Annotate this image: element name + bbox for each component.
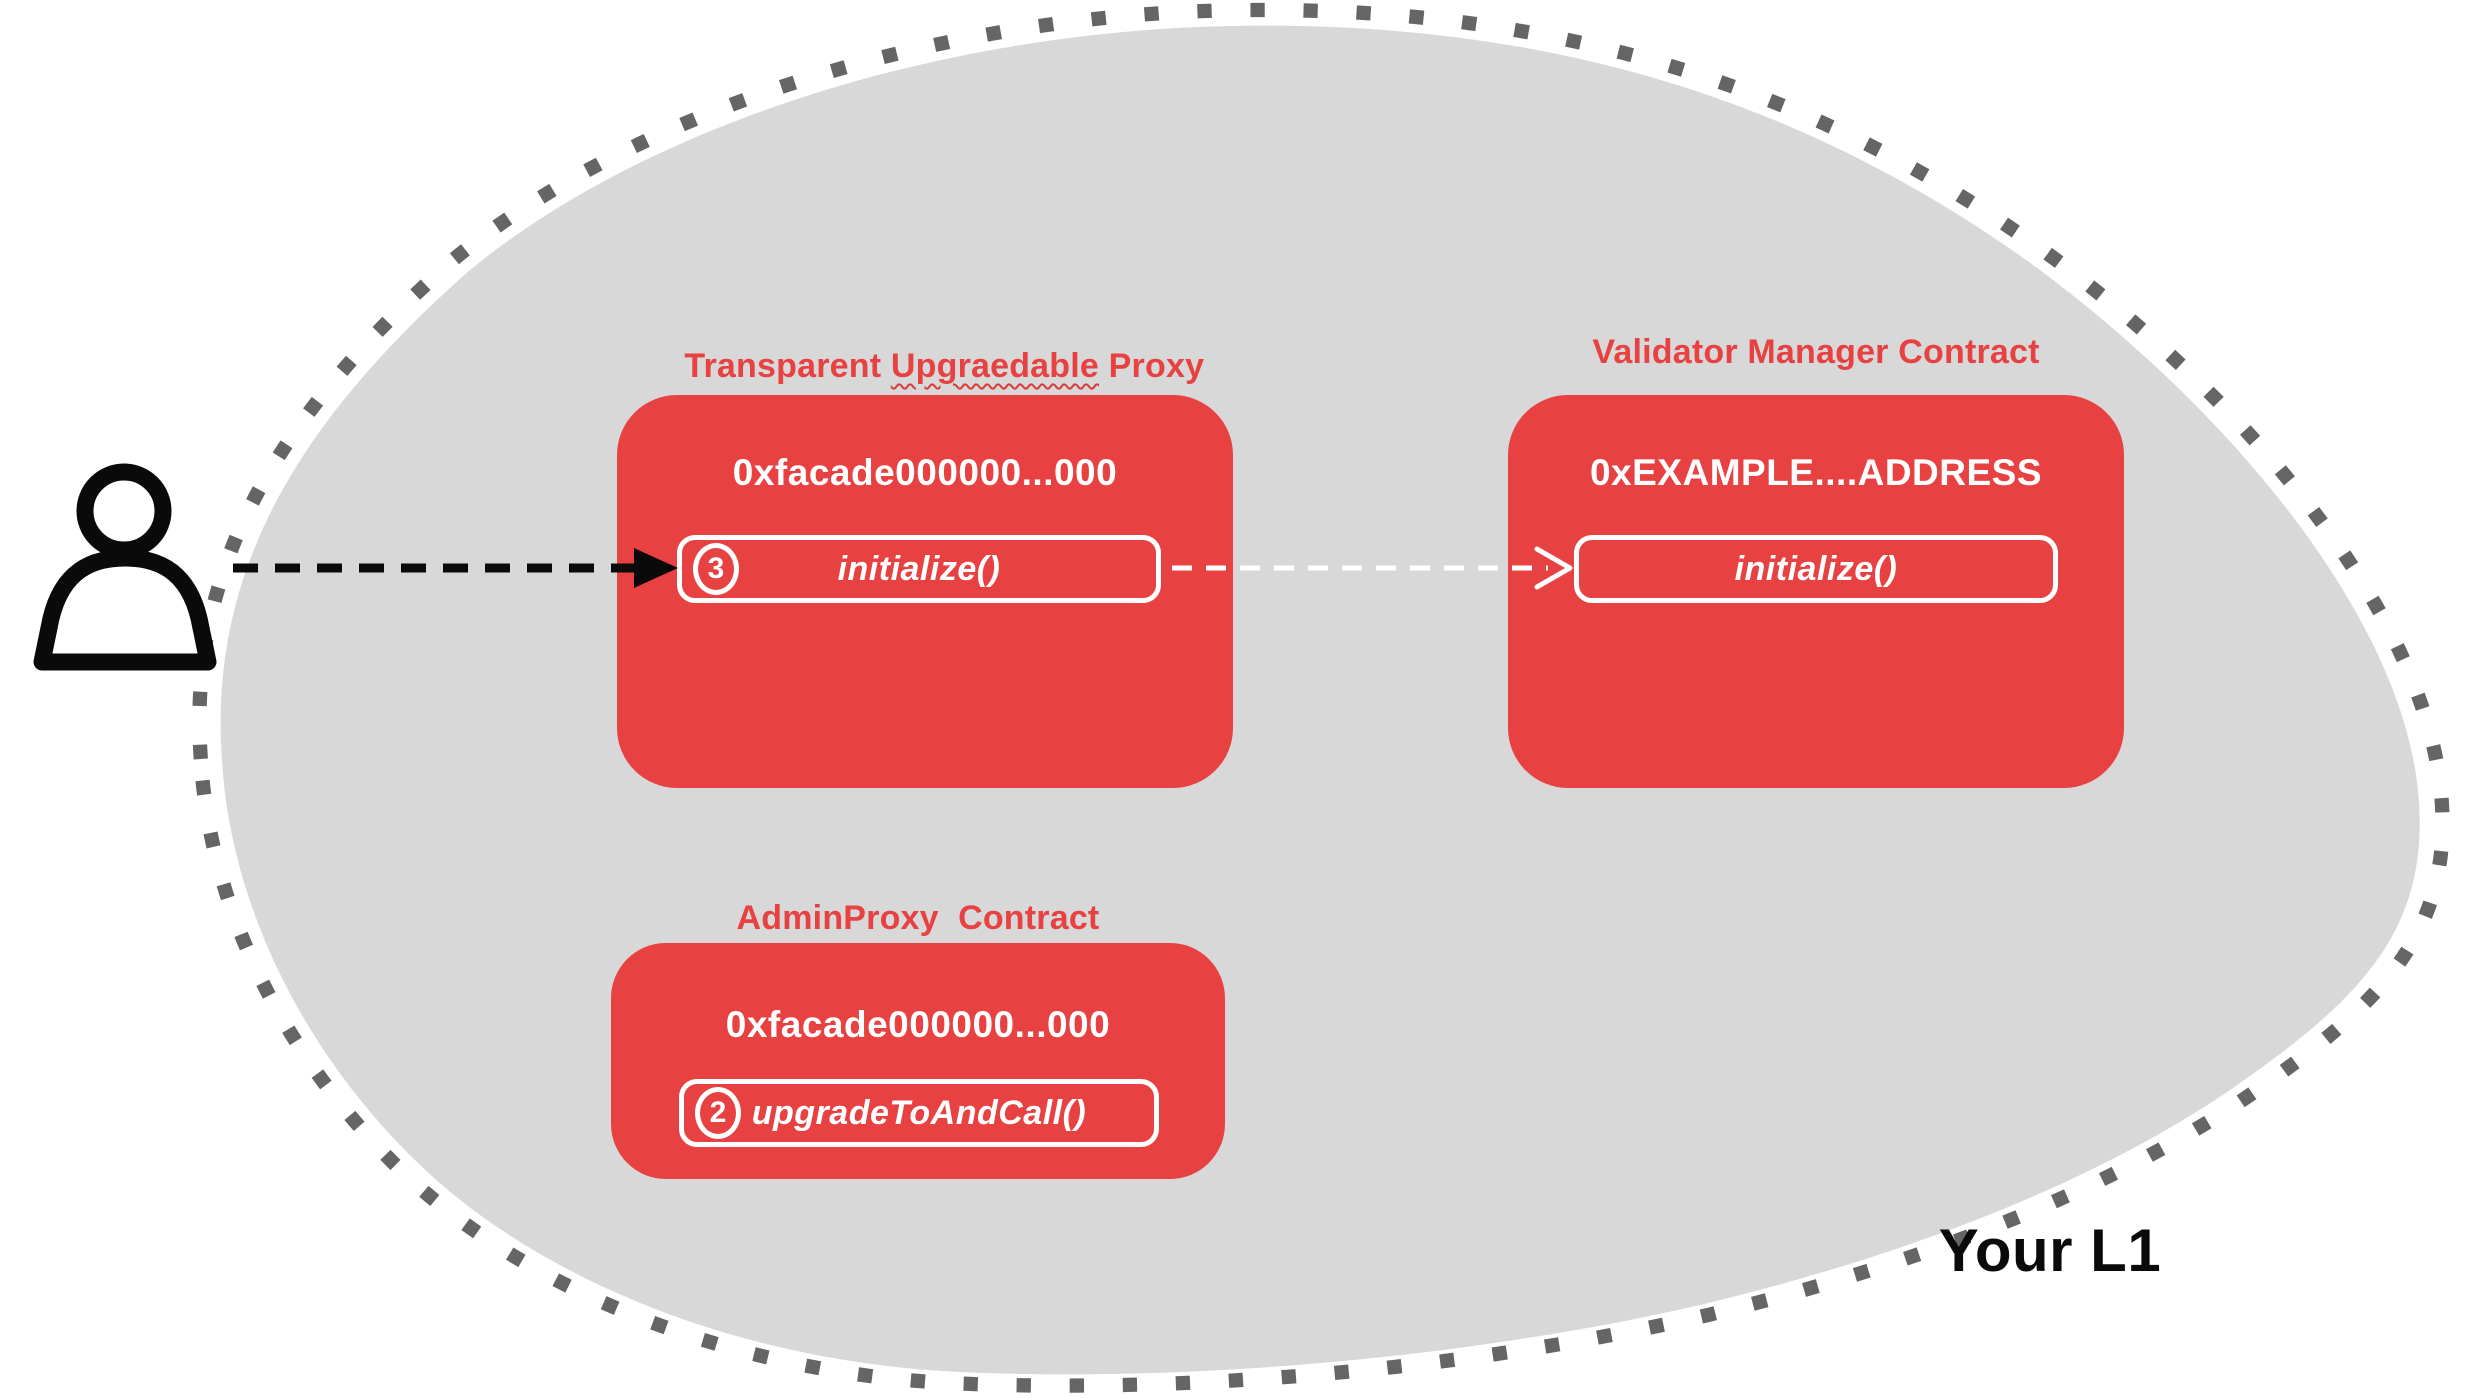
proxy-contract-box: 0xfacade000000...000 3 initialize() bbox=[617, 395, 1233, 788]
your-l1-label: Your L1 bbox=[1938, 1217, 2162, 1284]
validator-contract-box: 0xEXAMPLE....ADDRESS initialize() bbox=[1508, 395, 2124, 788]
proxy-title-word-1: Transparent bbox=[684, 347, 891, 385]
proxy-initialize-label: initialize() bbox=[837, 549, 1001, 588]
admin-proxy-contract-address: 0xfacade000000...000 bbox=[725, 1004, 1111, 1045]
validator-initialize-button: initialize() bbox=[1574, 535, 2058, 603]
step-3-badge: 3 bbox=[693, 543, 739, 595]
proxy-title-word-misspelled: Upgraedable bbox=[890, 347, 1100, 385]
upgrade-to-and-call-label: upgradeToAndCall() bbox=[751, 1093, 1087, 1132]
step-2-badge: 2 bbox=[695, 1087, 741, 1139]
validator-initialize-label: initialize() bbox=[1734, 549, 1898, 588]
person-head bbox=[76, 463, 172, 559]
proxy-title-word-3: Proxy bbox=[1099, 347, 1205, 385]
upgrade-to-and-call-button: 2 upgradeToAndCall() bbox=[679, 1079, 1159, 1147]
proxy-contract-address: 0xfacade000000...000 bbox=[732, 452, 1118, 493]
proxy-initialize-button: 3 initialize() bbox=[677, 535, 1161, 603]
admin-proxy-contract-box: 0xfacade000000...000 2 upgradeToAndCall(… bbox=[611, 943, 1225, 1179]
person-icon bbox=[33, 463, 217, 671]
validator-contract-address: 0xEXAMPLE....ADDRESS bbox=[1589, 452, 2043, 493]
validator-contract-title: Validator Manager Contract bbox=[1592, 333, 2040, 371]
admin-proxy-contract-title: AdminProxy Contract bbox=[736, 899, 1100, 937]
person-body bbox=[33, 549, 217, 671]
